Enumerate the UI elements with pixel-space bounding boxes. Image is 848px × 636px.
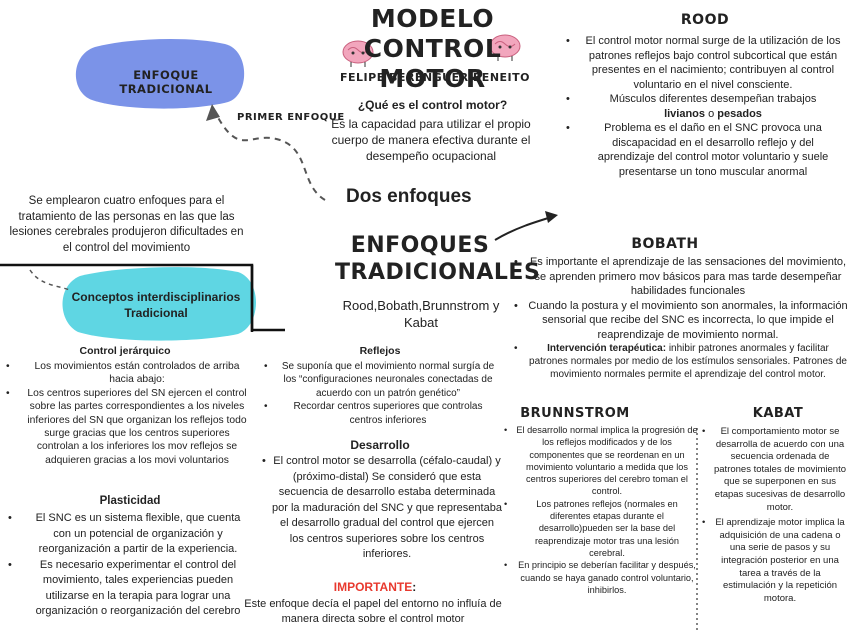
list-item: • Recordar centros superiores que contro…: [264, 401, 483, 426]
dos-enfoques: Dos enfoques: [346, 186, 472, 207]
brunnstrom-item: • En principio se deberían facilitar y d…: [504, 560, 696, 595]
center-heading: ENFOQUES TRADICIONALES: [335, 232, 541, 286]
cyan-bubble-shape: [62, 267, 256, 341]
kabat-item: • El aprendizaje motor implica la adquis…: [702, 517, 845, 604]
reflejos-title: Reflejos: [359, 345, 401, 357]
center-heading-line1: ENFOQUES: [350, 233, 490, 258]
desarrollo-section: • El control motor se desarrolla (céfalo…: [262, 454, 502, 563]
control-jerarquico-title: Control jerárquico: [79, 345, 171, 357]
plasticidad-section: • El SNC es un sistema flexible, que cue…: [4, 511, 250, 620]
rood-item: • El control motor normal surge de la ut…: [566, 35, 841, 91]
bobath-title: BOBATH: [631, 236, 699, 252]
brain-icon: [342, 40, 374, 67]
author: FELIPE BERENGUER BENEITO: [340, 71, 530, 84]
kabat-item: • El comportamiento motor se desarrolla …: [702, 426, 847, 513]
brain-icon: [489, 34, 521, 61]
rood-section: • El control motor normal surge de la ut…: [560, 34, 842, 179]
brunnstrom-section: • El desarrollo normal implica la progre…: [502, 424, 698, 596]
list-item: • Los centros superiores del SN ejercen …: [6, 387, 247, 466]
control-jerarquico-section: • Los movimientos están controlados de a…: [4, 360, 252, 467]
center-heading-line2: TRADICIONALES: [335, 260, 541, 285]
rood-item: • Problema es el daño en el SNC provoca …: [566, 122, 829, 178]
arrow-label: PRIMER ENFOQUE: [237, 112, 345, 123]
dashed-connector: [29, 269, 71, 291]
title-line2: MOTOR: [379, 64, 486, 93]
bobath-item: • Cuando la postura y el movimiento son …: [514, 299, 848, 341]
title-line1: MODELO CONTROL: [363, 4, 502, 63]
bobath-item: • Es importante el aprendizaje de las se…: [514, 256, 847, 297]
page-title: MODELO CONTROL MOTOR: [330, 4, 535, 94]
rood-item: • Músculos diferentes desempeñan trabajo…: [566, 93, 817, 120]
traditional-description: Se emplearon cuatro enfoques para el tra…: [9, 195, 244, 254]
definition-answer: Es la capacidad para utilizar el propio …: [331, 117, 531, 163]
traditional-bubble-label: ENFOQUE TRADICIONAL: [119, 68, 213, 96]
importante-label: IMPORTANTE:: [333, 580, 417, 594]
concepts-bubble-label: Conceptos interdisciplinarios Tradiciona…: [71, 290, 241, 320]
bobath-item: • Intervención terapéutica: inhibir patr…: [514, 343, 847, 380]
list-item: • Los movimientos están controlados de a…: [6, 361, 240, 386]
rood-title: ROOD: [680, 12, 730, 28]
brunnstrom-item: • El desarrollo normal implica la progre…: [504, 425, 698, 497]
center-authors: Rood,Bobath,Brunnstrom y Kabat: [342, 298, 500, 330]
desarrollo-title: Desarrollo: [350, 438, 410, 452]
dashed-arrow-head: [206, 104, 220, 121]
list-item: • El SNC es un sistema flexible, que cue…: [8, 512, 241, 555]
kabat-section: • El comportamiento motor se desarrolla …: [702, 426, 848, 605]
plasticidad-title: Plasticidad: [99, 495, 161, 507]
definition-question: ¿Qué es el control motor?: [357, 98, 508, 112]
brunnstrom-item: • Los patrones reflejos (normales en dif…: [504, 498, 680, 558]
kabat-title: KABAT: [752, 406, 804, 421]
brunnstrom-title: BRUNNSTROM: [520, 406, 630, 421]
bobath-section: • Es importante el aprendizaje de las se…: [512, 255, 848, 381]
importante-text: Este enfoque decía el papel del entorno …: [244, 598, 502, 625]
dashed-arrow: [214, 111, 326, 201]
list-item: • Es necesario experimentar el control d…: [8, 558, 241, 618]
list-item: • Se suponía que el movimiento normal su…: [264, 361, 495, 399]
reflejos-section: • Se suponía que el movimiento normal su…: [262, 360, 500, 427]
list-item: • El control motor se desarrolla (céfalo…: [262, 455, 502, 560]
blue-bubble-shape: [75, 38, 245, 109]
